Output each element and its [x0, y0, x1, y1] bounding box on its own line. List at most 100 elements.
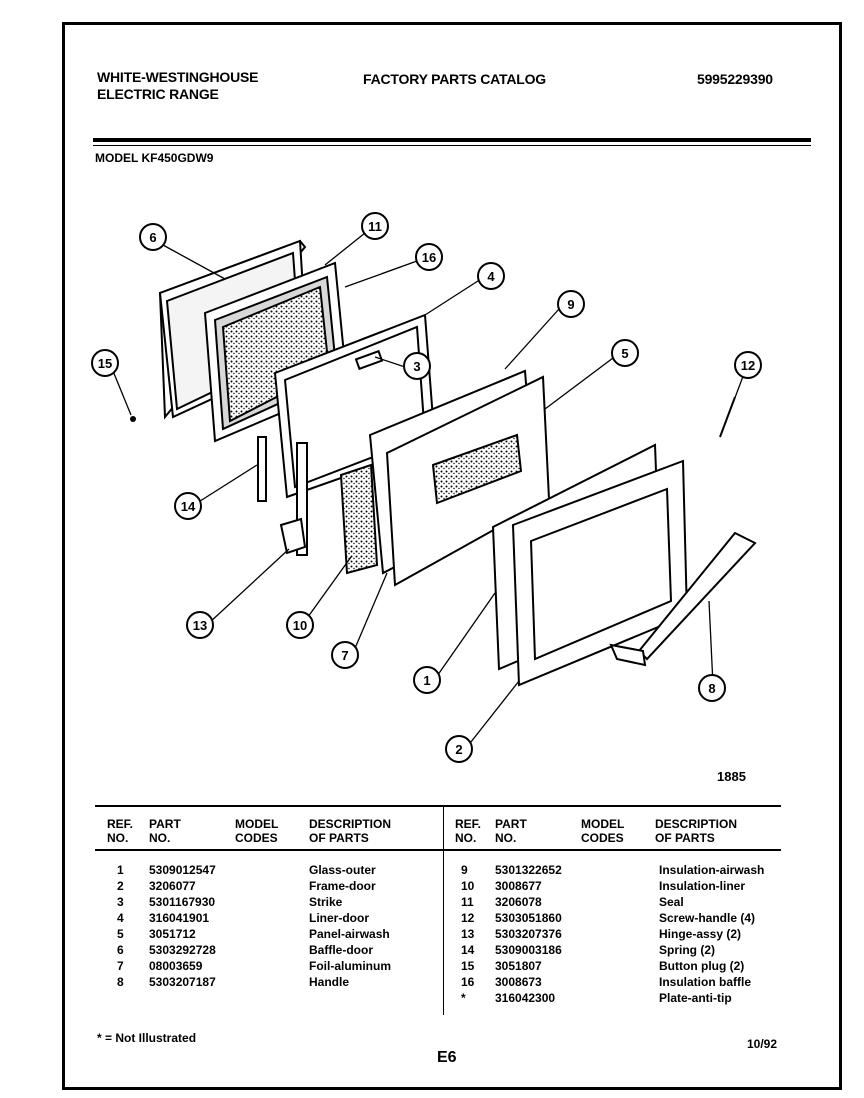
- brand-title: WHITE-WESTINGHOUSE ELECTRIC RANGE: [97, 69, 258, 103]
- svg-text:8: 8: [708, 681, 715, 696]
- svg-text:16: 16: [422, 250, 436, 265]
- callout-1: 1: [413, 666, 441, 694]
- svg-text:12: 12: [741, 358, 755, 373]
- catalog-page: WHITE-WESTINGHOUSE ELECTRIC RANGE FACTOR…: [62, 22, 842, 1090]
- hinge-part: [279, 442, 308, 556]
- hdr-ref-right: REF.NO.: [455, 817, 482, 845]
- table-cell-part: 3008673: [495, 975, 542, 989]
- table-cell-part: 5309012547: [149, 863, 216, 877]
- callout-2: 2: [445, 735, 473, 763]
- table-cell-desc: Hinge-assy (2): [659, 927, 742, 941]
- callout-16: 16: [415, 243, 443, 271]
- strike-part: [354, 349, 384, 371]
- svg-text:1: 1: [423, 673, 430, 688]
- table-cell-desc: Strike: [309, 895, 343, 909]
- table-cell-part: 3051807: [495, 959, 542, 973]
- callout-7: 7: [331, 641, 359, 669]
- header-rule-thick: [93, 138, 811, 142]
- table-cell-desc: Screw-handle (4): [659, 911, 756, 925]
- brand-line-1: WHITE-WESTINGHOUSE: [97, 69, 259, 85]
- svg-text:14: 14: [181, 499, 196, 514]
- table-cell-ref: 9: [461, 863, 468, 877]
- table-cell-ref: *: [461, 991, 466, 1005]
- table-header-rule: [95, 849, 781, 851]
- handle-part: [609, 531, 757, 667]
- table-cell-ref: 5: [117, 927, 124, 941]
- svg-text:11: 11: [368, 219, 382, 234]
- callout-5: 5: [611, 339, 639, 367]
- table-cell-ref: 14: [461, 943, 475, 957]
- table-cell-ref: 16: [461, 975, 475, 989]
- svg-text:3: 3: [413, 359, 420, 374]
- svg-text:10: 10: [293, 618, 307, 633]
- svg-text:7: 7: [341, 648, 348, 663]
- table-cell-desc: Foil-aluminum: [309, 959, 391, 973]
- callout-3: 3: [403, 352, 431, 380]
- catalog-number: 5995229390: [697, 71, 773, 87]
- svg-text:9: 9: [567, 297, 574, 312]
- callout-13: 13: [186, 611, 214, 639]
- table-cell-desc: Glass-outer: [309, 863, 376, 877]
- model-label: MODEL KF450GDW9: [95, 151, 214, 165]
- table-cell-ref: 4: [117, 911, 124, 925]
- callout-14: 14: [174, 492, 202, 520]
- table-cell-desc: Button plug (2): [659, 959, 745, 973]
- table-cell-ref: 12: [461, 911, 475, 925]
- exploded-door-diagram: 6 11 16 4 9 5 15 3 12 14 13 10 7 1 8 2: [91, 212, 762, 763]
- table-cell-ref: 8: [117, 975, 124, 989]
- callout-6: 6: [139, 223, 167, 251]
- table-cell-part: 316042300: [495, 991, 556, 1005]
- spring-part: [257, 436, 267, 502]
- header-rule-thin: [93, 145, 811, 146]
- button-plug-part: [130, 416, 136, 422]
- table-cell-part: 5303051860: [495, 911, 562, 925]
- table-cell-part: 5303292728: [149, 943, 216, 957]
- table-cell-part: 3051712: [149, 927, 196, 941]
- callout-9: 9: [557, 290, 585, 318]
- table-cell-ref: 2: [117, 879, 124, 893]
- table-cell-part: 3008677: [495, 879, 542, 893]
- table-cell-desc: Panel-airwash: [309, 927, 390, 941]
- callout-8: 8: [698, 674, 726, 702]
- svg-text:2: 2: [455, 742, 462, 757]
- table-cell-desc: Handle: [309, 975, 350, 989]
- callout-11: 11: [361, 212, 389, 240]
- table-cell-ref: 6: [117, 943, 124, 957]
- table-cell-ref: 10: [461, 879, 475, 893]
- table-cell-ref: 7: [117, 959, 124, 973]
- table-cell-part: 3206077: [149, 879, 196, 893]
- table-cell-part: 3206078: [495, 895, 542, 909]
- table-cell-ref: 11: [461, 895, 474, 909]
- table-cell-desc: Liner-door: [309, 911, 369, 925]
- table-cell-part: 5303207376: [495, 927, 562, 941]
- table-cell-part: 316041901: [149, 911, 210, 925]
- table-cell-ref: 1: [117, 863, 124, 877]
- svg-text:5: 5: [621, 346, 628, 361]
- callout-12: 12: [734, 351, 762, 379]
- svg-text:4: 4: [487, 269, 495, 284]
- table-cell-part: 5309003186: [495, 943, 562, 957]
- not-illustrated-note: * = Not Illustrated: [97, 1031, 197, 1045]
- leader-lines: [112, 232, 746, 748]
- table-cell-ref: 3: [117, 895, 124, 909]
- table-cell-desc: Insulation-airwash: [659, 863, 765, 877]
- table-cell-desc: Seal: [659, 895, 684, 909]
- callout-10: 10: [286, 611, 314, 639]
- table-top-rule: [95, 805, 781, 807]
- brand-line-2: ELECTRIC RANGE: [97, 86, 219, 102]
- frame-door-part: [491, 443, 689, 687]
- table-divider: [443, 807, 444, 1015]
- svg-text:15: 15: [98, 356, 112, 371]
- revision-date: 10/92: [747, 1037, 778, 1051]
- table-cell-desc: Insulation baffle: [659, 975, 752, 989]
- table-cell-desc: Insulation-liner: [659, 879, 746, 893]
- screw-handle-part: [719, 396, 736, 438]
- table-cell-desc: Plate-anti-tip: [659, 991, 732, 1005]
- table-cell-desc: Spring (2): [659, 943, 715, 957]
- page-code: E6: [437, 1049, 457, 1066]
